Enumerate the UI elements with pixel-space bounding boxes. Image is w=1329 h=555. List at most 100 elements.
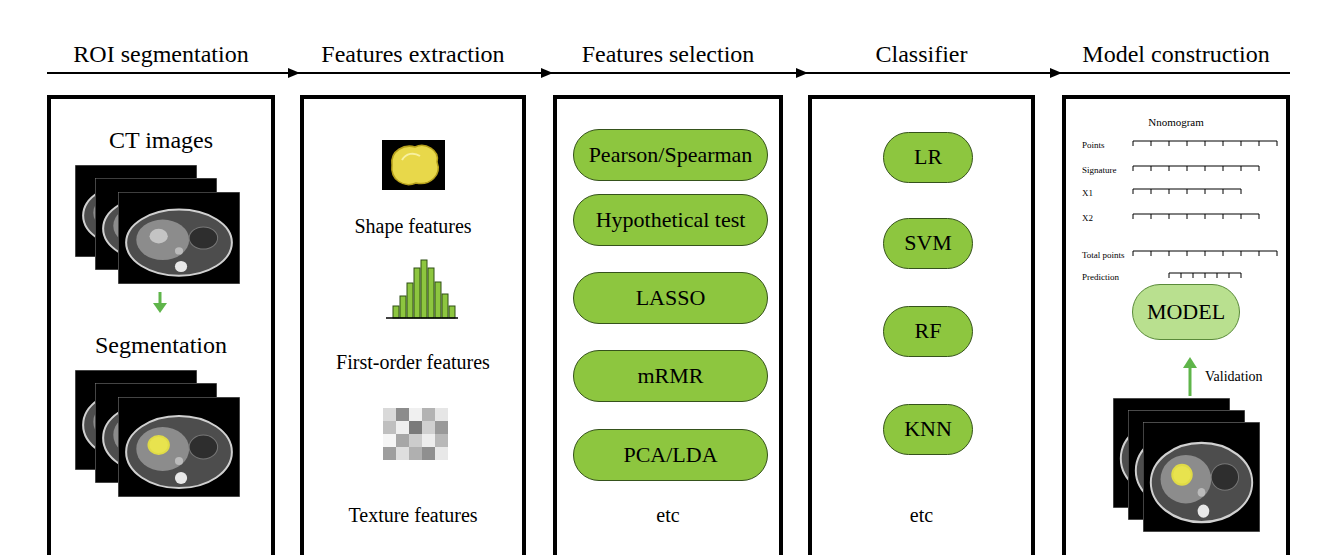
stage-panel: ROI segmentationCT imagesSegmentation xyxy=(47,35,275,555)
method-label: KNN xyxy=(904,416,952,442)
panel-label: Texture features xyxy=(348,504,477,526)
texture-cell xyxy=(409,421,422,434)
text-slot: First-order features xyxy=(300,350,526,374)
histogram-bar xyxy=(421,260,427,318)
texture-cell xyxy=(435,408,448,421)
text-slot: etc xyxy=(808,503,1035,527)
nomogram-axis xyxy=(1169,273,1241,278)
header-line xyxy=(553,72,783,74)
texture-cell xyxy=(383,408,396,421)
icon-ground xyxy=(382,140,445,190)
stage-arrow xyxy=(526,72,553,74)
method-pill: KNN xyxy=(883,404,973,455)
text-slot: Features extraction xyxy=(300,40,526,69)
model-label: MODEL xyxy=(1147,299,1225,325)
header-line xyxy=(808,72,1035,74)
histogram-bar xyxy=(449,306,455,318)
texture-cell xyxy=(435,421,448,434)
panel-label: etc xyxy=(656,504,679,526)
axis-label: Prediction xyxy=(1082,272,1119,282)
histogram-baseline xyxy=(386,317,458,319)
axis-label: Signature xyxy=(1082,165,1117,175)
histogram-bar xyxy=(393,306,399,318)
text-slot: Nnomogram xyxy=(1062,111,1290,130)
ct-scan-image xyxy=(95,178,217,270)
arrow-shaft xyxy=(1189,366,1192,396)
stage-heading: Features selection xyxy=(582,41,755,67)
stage-heading: Model construction xyxy=(1082,41,1269,67)
model-pill: MODEL xyxy=(1132,284,1240,340)
stage-arrow xyxy=(783,72,808,74)
volume-highlight xyxy=(402,154,420,160)
method-label: mRMR xyxy=(637,363,703,389)
method-label: RF xyxy=(915,318,942,344)
texture-cell xyxy=(396,434,409,447)
ct-scan-image xyxy=(118,192,240,284)
method-pill: LR xyxy=(883,132,973,183)
texture-cell xyxy=(409,434,422,447)
text-slot: etc xyxy=(553,503,783,527)
axis-label: Points xyxy=(1082,140,1105,150)
method-pill: mRMR xyxy=(573,350,768,402)
header-line xyxy=(300,72,526,74)
panel-label: Shape features xyxy=(354,215,471,237)
texture-cell xyxy=(409,447,422,460)
ct-scan-image xyxy=(1128,410,1245,520)
texture-cell xyxy=(422,447,435,460)
down-arrow xyxy=(153,292,167,313)
histogram-bar xyxy=(435,282,441,318)
text-slot: Segmentation xyxy=(47,331,275,360)
nomogram-axes xyxy=(1133,141,1277,278)
ct-scan-image xyxy=(1143,422,1260,532)
histogram-bar xyxy=(428,268,434,318)
method-pill: LASSO xyxy=(573,272,768,324)
panel-label: etc xyxy=(910,504,933,526)
header-line xyxy=(47,72,275,74)
method-label: PCA/LDA xyxy=(623,442,717,468)
arrow-head xyxy=(153,303,167,313)
text-slot: Classifier xyxy=(808,40,1035,69)
method-pill: SVM xyxy=(883,218,973,269)
stage-panel: Features extractionShape featuresFirst-o… xyxy=(300,35,526,555)
ct-scan-image xyxy=(75,165,197,257)
nomogram-axis xyxy=(1133,251,1277,256)
header-line xyxy=(1062,72,1290,74)
segmented-stack xyxy=(75,370,240,497)
panel-frame xyxy=(47,95,275,555)
ct-scan-image xyxy=(118,397,240,497)
stage-panel: Classifier etc LR SVM RF KNN xyxy=(808,35,1035,555)
texture-cell xyxy=(396,408,409,421)
stage-panel: Model constructionNnomogramPointsSignatu… xyxy=(1062,35,1290,555)
validation-stack xyxy=(1113,398,1260,532)
text-slot: X2 xyxy=(1082,206,1093,225)
method-pill: Pearson/Spearman xyxy=(573,129,768,181)
texture-icon xyxy=(383,408,448,460)
text-slot: Prediction xyxy=(1082,265,1119,284)
method-label: Pearson/Spearman xyxy=(589,142,753,168)
ct-scan-image xyxy=(1113,398,1230,508)
text-slot: Model construction xyxy=(1062,40,1290,69)
text-slot: CT images xyxy=(47,126,275,155)
axis-label: Total points xyxy=(1082,250,1125,260)
nomogram-axis xyxy=(1133,141,1277,146)
histogram-bar xyxy=(442,294,448,318)
stage-panel: Features selectionetcPearson/SpearmanHyp… xyxy=(553,35,783,555)
texture-cell xyxy=(422,408,435,421)
panel-label: Segmentation xyxy=(95,332,227,358)
texture-cell xyxy=(396,421,409,434)
text-slot: Shape features xyxy=(300,214,526,238)
nomogram-axis xyxy=(1133,166,1259,171)
header-lines xyxy=(47,72,1290,74)
stage-arrow xyxy=(275,72,300,74)
method-label: LR xyxy=(914,144,942,170)
texture-cell xyxy=(383,421,396,434)
histogram-icon xyxy=(386,260,458,318)
texture-cell xyxy=(422,421,435,434)
histogram-bar xyxy=(414,268,420,318)
text-slot: Total points xyxy=(1082,243,1125,262)
texture-cell xyxy=(396,447,409,460)
stage-heading: Features extraction xyxy=(321,41,504,67)
text-slot: Texture features xyxy=(300,503,526,527)
panel-label: CT images xyxy=(109,127,213,153)
arrow-label: Validation xyxy=(1205,369,1263,384)
